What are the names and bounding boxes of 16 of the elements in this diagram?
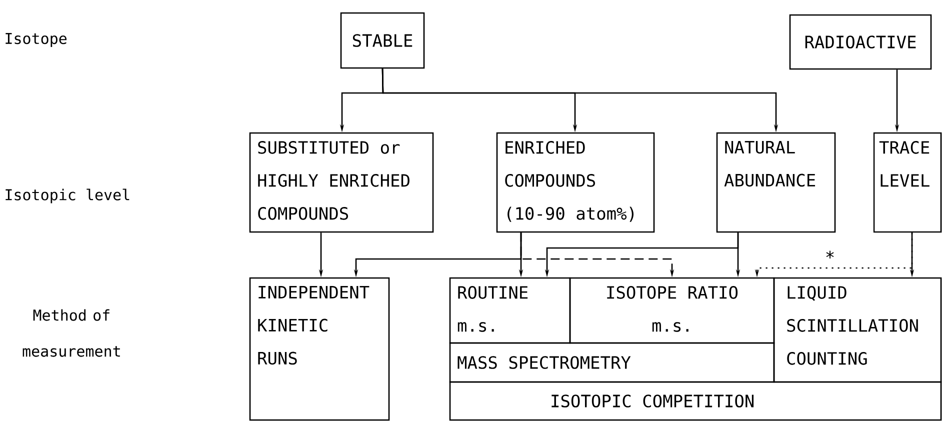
isotope-box: STABLE <box>340 12 425 69</box>
row-label: Isotope <box>6 32 67 48</box>
method-box: LIQUID SCINTILLATION COUNTING <box>773 277 942 383</box>
edge-label: * <box>824 250 836 264</box>
level-box: NATURAL ABUNDANCE <box>716 132 836 233</box>
method-box: INDEPENDENT KINETIC RUNS <box>249 277 390 421</box>
level-box: SUBSTITUTED or HIGHLY ENRICHED COMPOUNDS <box>249 132 434 233</box>
row-label: Isotopic level <box>6 188 130 204</box>
row-label: Method of measurement <box>22 309 120 357</box>
method-box: ROUTINE m.s. <box>449 277 571 344</box>
method-box: ISOTOPE RATIO m.s. <box>569 277 775 344</box>
method-box: MASS SPECTROMETRY <box>449 342 775 383</box>
isotope-box: RADIOACTIVE <box>789 14 932 70</box>
level-box: TRACE LEVEL <box>873 132 942 233</box>
level-box: ENRICHED COMPOUNDS (10-90 atom%) <box>496 132 655 233</box>
method-box: ISOTOPIC COMPETITION <box>449 381 942 421</box>
